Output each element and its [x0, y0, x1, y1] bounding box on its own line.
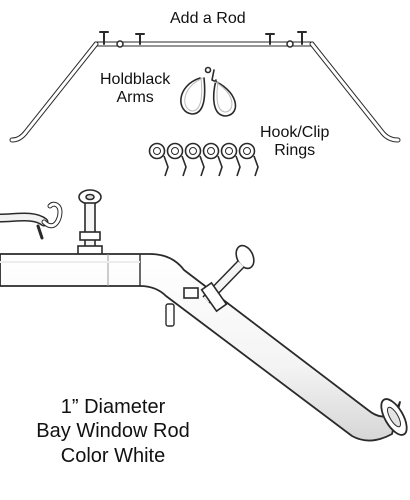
hook-icon [0, 201, 63, 240]
bracket-icon [77, 189, 103, 259]
product-name: Bay Window Rod [36, 420, 190, 443]
holdback-arm-icon [180, 66, 237, 117]
color-text: Color White [60, 444, 166, 467]
ring-icon [148, 142, 259, 177]
diameter-text: 1” Diameter [60, 396, 166, 418]
hook-label-line1: Hook/Clip [260, 124, 330, 141]
bay-window-rod-icon [9, 31, 401, 143]
holdback-label-line2: Arms [116, 89, 154, 107]
add-rod-label: Add a Rod [170, 10, 246, 27]
hook-clip-rings-label: Hook/Clip Rings [260, 124, 329, 161]
bracket-icon [183, 244, 255, 313]
product-description: 1” Diameter Bay Window Rod Color White [8, 395, 218, 468]
hook-label-line2: Rings [274, 142, 316, 160]
holdback-label-line1: Holdblack [100, 71, 171, 88]
holdback-arms-label: Holdblack Arms [100, 71, 170, 108]
bay-window-rod-closeup [0, 253, 408, 442]
